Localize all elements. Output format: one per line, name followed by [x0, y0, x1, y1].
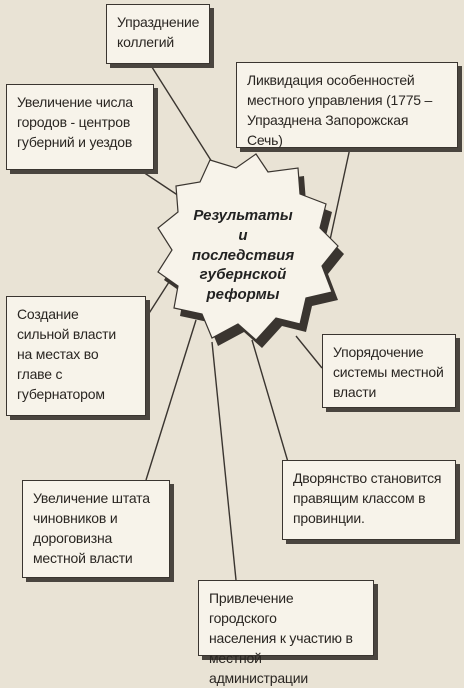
node-line: дороговизна: [33, 529, 113, 546]
node-line: сильной власти: [17, 325, 117, 342]
node-line: Упразднение: [117, 14, 200, 30]
node-ordering-local-system: Упорядочение системы местной власти: [322, 334, 456, 408]
node-line: местной власти: [33, 549, 133, 566]
node-line: на местах во: [17, 345, 99, 362]
node-line: населения к участию в: [209, 629, 353, 646]
connector-ordering-local-system: [295, 335, 323, 369]
node-line: Привлечение городского: [209, 590, 294, 626]
diagram-canvas: [139, 63, 351, 581]
center-title-line: реформы: [206, 286, 280, 304]
node-increase-officials: Увеличение штата чиновников и дороговизн…: [22, 480, 170, 578]
node-line: Ликвидация особенностей: [247, 72, 415, 88]
node-line: правящим классом в: [293, 489, 426, 506]
node-line: провинции.: [293, 509, 365, 526]
center-title-line: губернской: [199, 266, 287, 284]
node-townspeople-participation: Привлечение городского населения к участ…: [198, 580, 374, 686]
orange-dot: [256, 147, 262, 152]
node-line: Упразднена Запорожская Сечь): [247, 111, 409, 148]
node-line: системы местной: [333, 363, 444, 380]
node-line: Дворянство становится: [293, 470, 442, 486]
node-line: местного управления (1775 –: [247, 91, 433, 108]
center-title-line: Результаты: [193, 207, 293, 224]
node-line: губерний и уездов: [17, 133, 133, 150]
connector-increase-officials: [145, 319, 197, 481]
node-line: городов - центров: [17, 113, 131, 130]
center-title-line: и: [238, 226, 248, 244]
node-abolition-collegia: Упразднение коллегий: [106, 4, 210, 64]
center-title-line: последствия: [191, 246, 295, 264]
node-strong-local-power: Создание сильной власти на местах во гла…: [6, 296, 146, 416]
node-line: коллегий: [117, 33, 175, 50]
connector-lines: [139, 63, 351, 581]
node-line: Создание: [17, 306, 79, 322]
center-starburst: [157, 153, 339, 341]
connector-liquidation-local-features: [329, 147, 351, 241]
connector-nobility-ruling-class: [251, 339, 289, 463]
node-line: власти: [333, 383, 377, 400]
connector-townspeople-participation: [211, 341, 237, 581]
node-line: Увеличение штата: [33, 490, 150, 506]
node-line: Увеличение числа: [17, 94, 133, 110]
node-line: губернатором: [17, 385, 105, 402]
node-liquidation-local-features: Ликвидация особенностей местного управле…: [236, 62, 458, 148]
node-line: местной администрации: [209, 649, 308, 686]
center-title: Результаты и последствия губернской рефо…: [178, 206, 308, 305]
node-nobility-ruling-class: Дворянство становится правящим классом в…: [282, 460, 456, 540]
node-line: главе с: [17, 365, 63, 382]
connector-abolition-collegia: [149, 63, 213, 163]
node-line: чиновников и: [33, 509, 118, 526]
node-increase-cities: Увеличение числа городов - центров губер…: [6, 84, 154, 170]
node-line: Упорядочение: [333, 344, 424, 360]
